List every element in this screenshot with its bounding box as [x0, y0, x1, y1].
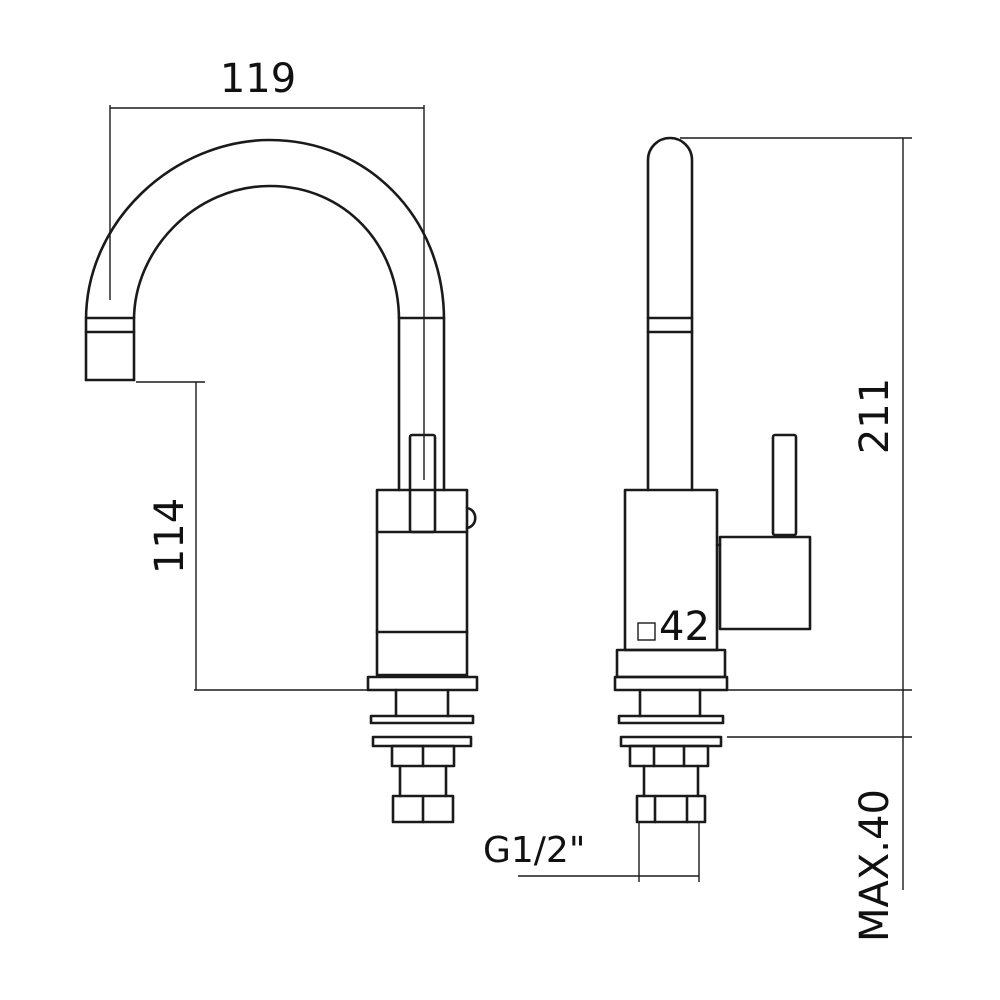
front-body: [375, 488, 477, 677]
side-lever-handle: [715, 433, 812, 631]
dimension-spout-height: 114: [136, 381, 370, 691]
front-mounting-hardware: [366, 675, 479, 824]
dim-label-spout-height: 114: [147, 498, 193, 574]
dim-label-spout-reach: 119: [220, 56, 296, 102]
side-spout: [646, 136, 694, 492]
dim-label-connection-thread: G1/2": [483, 830, 585, 871]
dim-label-max-deck-thickness: MAX.40: [852, 789, 898, 942]
side-view: [613, 136, 812, 824]
dimension-connection-thread: G1/2": [483, 822, 700, 882]
dimension-max-deck-thickness: MAX.40: [727, 690, 912, 942]
square-symbol-icon: [637, 622, 656, 641]
dimension-body-square: 42: [637, 604, 710, 650]
front-lever-handle: [408, 433, 437, 534]
front-view: [84, 138, 479, 824]
dim-label-body-square: 42: [659, 604, 710, 650]
front-spout: [84, 138, 446, 492]
dimension-overall-height: 211: [680, 137, 912, 691]
dimension-spout-reach: 119: [109, 56, 425, 480]
dim-label-overall-height: 211: [852, 378, 898, 454]
side-mounting-hardware: [613, 675, 729, 824]
